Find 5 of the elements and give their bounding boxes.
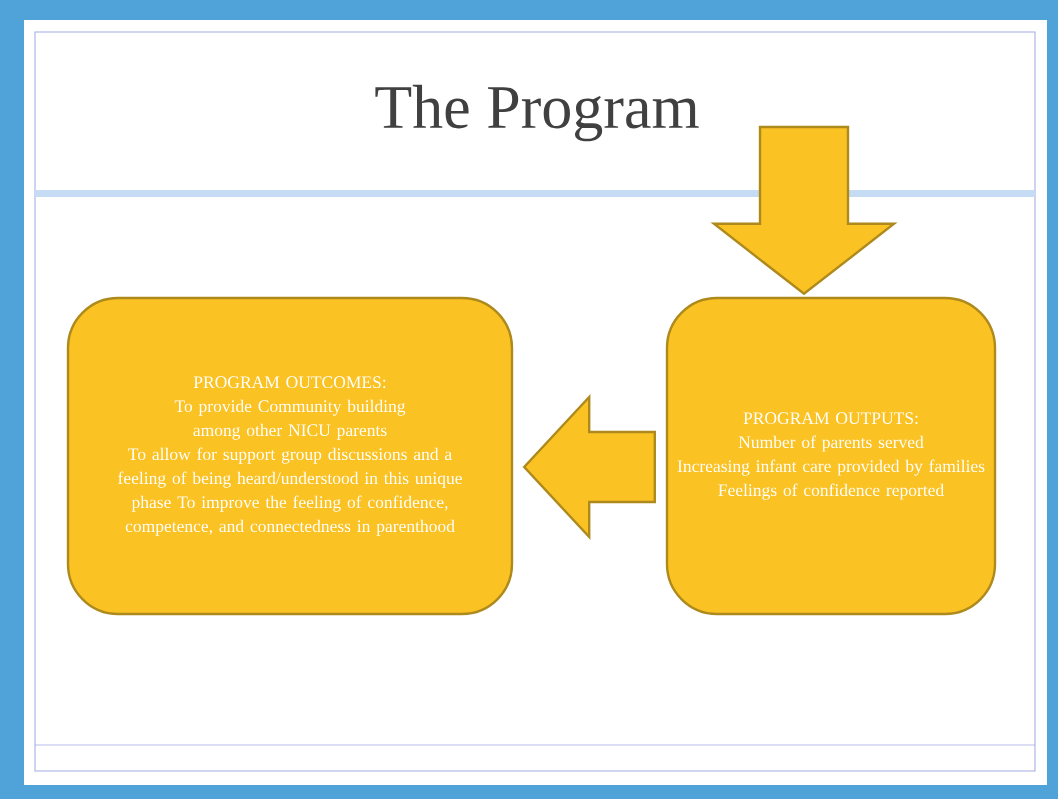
- block-arrow: [522, 393, 656, 541]
- block-arrow: [710, 125, 898, 296]
- rounded-box: PROGRAM OUTCOMES: To provide Community building among other NICU parents To allow for support group discussions and a feeling of being heard/understood in this unique phase To improve the feeling of confidence, competence, and connectedness in parenthood: [66, 296, 514, 616]
- slide-title: The Program: [375, 84, 699, 142]
- rounded-box: PROGRAM OUTPUTS: Number of parents served Increasing infant care provided by families Feelings of confidence reported: [665, 296, 997, 616]
